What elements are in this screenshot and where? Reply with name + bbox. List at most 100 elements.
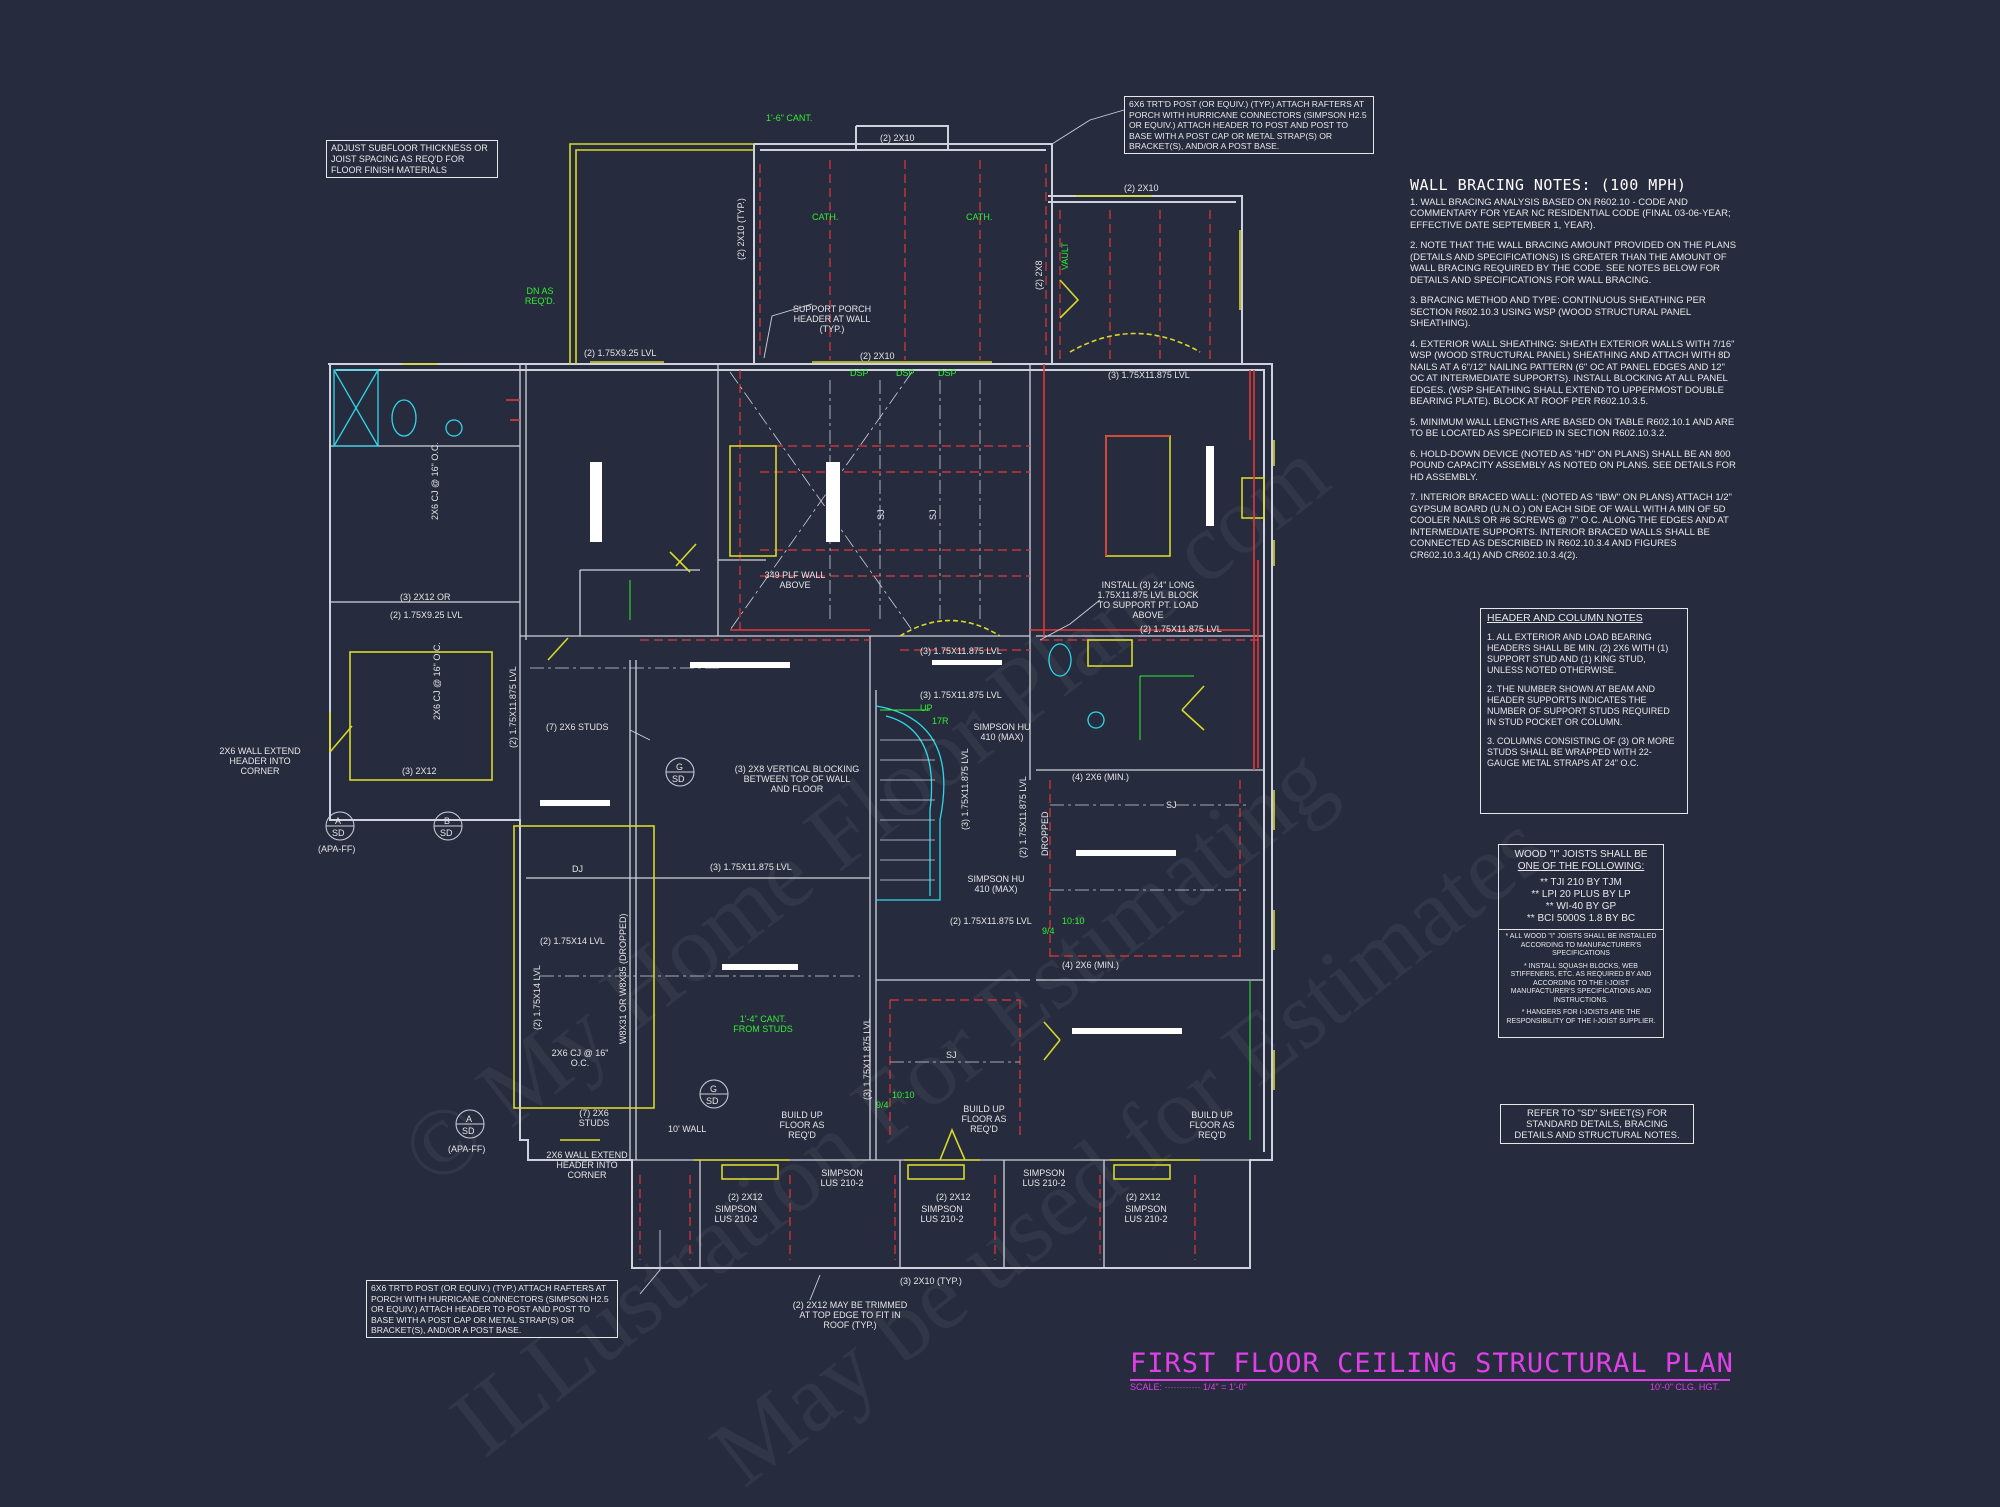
simpson-lus-c-label: SIMPSON LUS 210-2 [920, 1204, 964, 1224]
section-mark-a-letter: A [335, 816, 342, 826]
interior-walls [330, 364, 1264, 1268]
section-mark-b-sheet: SD [440, 828, 453, 838]
dj-label: DJ [572, 864, 583, 874]
two-2x10-typ-label: (2) 2x10 (TYP.) [736, 198, 746, 260]
support-porch-label: SUPPORT PORCH HEADER AT WALL (TYP.) [792, 304, 872, 334]
section-mark-a2-letter: A [466, 1114, 473, 1124]
four-2x6-min-b-label: (4) 2x6 (MIN.) [1062, 960, 1120, 970]
wall-extend-label: 2x6 WALL EXTEND HEADER INTO CORNER [219, 746, 301, 776]
dsp-label-1: DSP [850, 368, 869, 378]
joist-note-1: * ALL WOOD "I" JOISTS SHALL BE INSTALLED… [1505, 933, 1657, 957]
post-top-text: 6x6 TRT'D POST (OR EQUIV.) (TYP.) ATTACH… [1129, 99, 1367, 151]
simpson-hu410-a-label: SIMPSON HU 410 (MAX) [973, 722, 1031, 742]
plf-label: 349 PLF WALL ABOVE [764, 570, 826, 590]
joist-option-1: ** TJI 210 BY TJM [1540, 877, 1622, 888]
simpson-hu410-b-label: SIMPSON HU 410 (MAX) [967, 874, 1025, 894]
post-callout-bottom: 6x6 TRT'D POST (OR EQUIV.) (TYP.) ATTACH… [366, 1280, 618, 1338]
post-callout-top: 6x6 TRT'D POST (OR EQUIV.) (TYP.) ATTACH… [1124, 96, 1374, 154]
three-2x12-label: (3) 2x12 [402, 766, 437, 776]
section-mark-b-letter: B [444, 816, 451, 826]
cj-16-b-label: 2x6 CJ @ 16" O.C. [432, 642, 442, 720]
subfloor-callout: ADJUST SUBFLOOR THICKNESS OR JOIST SPACI… [326, 140, 498, 178]
refer-note: REFER TO "SD" SHEET(S) FOR STANDARD DETA… [1500, 1104, 1694, 1144]
simpson-lus-b-label: SIMPSON LUS 210-2 [714, 1204, 758, 1224]
lvl-11875-f-label: (2) 1.75x11.875 LVL [1018, 776, 1028, 858]
header-column-title: HEADER AND COLUMN NOTES [1487, 612, 1643, 624]
wall-bracing-note-1: 1. WALL BRACING ANALYSIS BASED ON R602.1… [1410, 196, 1731, 231]
windows-doors-yellow [329, 143, 1275, 1180]
two-2x12-b-label: (2) 2x12 [936, 1192, 971, 1202]
wall-bracing-note-3: 3. BRACING METHOD AND TYPE: CONTINUOUS S… [1410, 295, 1706, 329]
section-mark-a-sheet: SD [332, 828, 345, 838]
lvl-11875-b-label: (2) 1.75x11.875 LVL [1140, 624, 1222, 634]
subfloor-text: ADJUST SUBFLOOR THICKNESS OR JOIST SPACI… [331, 143, 488, 175]
refer-note-text: REFER TO "SD" SHEET(S) FOR STANDARD DETA… [1514, 1108, 1680, 1141]
joist-note-2: * INSTALL SQUASH BLOCKS, WEB STIFFENERS,… [1510, 962, 1652, 1004]
sj-a-label: SJ [1166, 800, 1177, 810]
ten10-a-label: 10:10 [1062, 916, 1085, 926]
wall-bracing-note-4: 4. EXTERIOR WALL SHEATHING: SHEATH EXTER… [1410, 338, 1735, 408]
wall-extend-b-label: 2x6 WALL EXTEND HEADER INTO CORNER [546, 1150, 628, 1180]
sj-b-label: SJ [946, 1050, 957, 1060]
scale-label: SCALE: ············ 1/4" = 1'-0" [1130, 1382, 1247, 1392]
two-2x12-a-label: (2) 2x12 [728, 1192, 763, 1202]
trim-note-label: (2) 2x12 MAY BE TRIMMED AT TOP EDGE TO F… [792, 1300, 908, 1330]
lvl-18x14-label: (2) 1.75x14 LVL [540, 936, 605, 946]
section-mark-g1-letter: G [676, 762, 684, 772]
joist-option-4: ** BCI 5000s 1.8 BY BC [1526, 913, 1636, 924]
cath-label-1: CATH. [812, 212, 839, 222]
beams-dashed [639, 160, 1264, 1260]
joist-note-3: * HANGERS FOR I-JOISTS ARE THE RESPONSIB… [1506, 1009, 1656, 1025]
nine4-a-label: 9/4 [1042, 926, 1055, 936]
ten-wall-label: 10' WALL [668, 1124, 707, 1134]
section-mark-a2-sheet: SD [462, 1126, 475, 1136]
dsp-label-2: DSP [896, 368, 915, 378]
header-column-note-2: 2. THE NUMBER SHOWN AT BEAM AND HEADER S… [1487, 684, 1670, 727]
joist-title-2: ONE OF THE FOLLOWING: [1517, 861, 1645, 872]
joist-title-1: WOOD "I" JOISTS SHALL BE [1514, 849, 1648, 860]
sheet-title: FIRST FLOOR CEILING STRUCTURAL PLAN [1130, 1348, 1734, 1379]
vertical-blocking-label: (3) 2x8 VERTICAL BLOCKING BETWEEN TOP OF… [734, 764, 860, 794]
beams-solid [506, 364, 1259, 770]
sj-c-label: SJ [876, 509, 886, 520]
ten10-b-label: 10:10 [892, 1090, 915, 1100]
dn-as-reqd-label: DN AS REQ'D. [524, 286, 556, 306]
dropped-label: DROPPED [1040, 811, 1050, 856]
leader-lines [629, 109, 1125, 1301]
wall-bracing-note-5: 5. MINIMUM WALL LENGTHS ARE BASED ON TAB… [1410, 416, 1735, 440]
build-up-c-label: BUILD UP FLOOR AS REQ'D [1189, 1110, 1235, 1140]
two-2x10-right-label: (2) 2x10 [1124, 183, 1159, 193]
two-2x10-top-label: (2) 2x10 [880, 133, 915, 143]
two-2x8-label: (2) 2x8 [1034, 260, 1044, 290]
studs-2x6-label: (7) 2X6 STUDS [546, 722, 609, 732]
cj-16-a-label: 2x6 CJ @ 16" O.C. [430, 442, 440, 520]
title-underline [1130, 1379, 1730, 1381]
lvl-11875-d-label: (3) 1.75x11.875 LVL [920, 690, 1002, 700]
header-column-notes: HEADER AND COLUMN NOTES 1. ALL EXTERIOR … [1480, 608, 1688, 814]
two-2x12-c-label: (2) 2x12 [1126, 1192, 1161, 1202]
apa-ff-label: (APA-FF) [318, 844, 356, 854]
lvl-left-vert-label: (2) 1.75x11.875 LVL [508, 666, 518, 748]
lvl-11875-e-label: (3) 1.75x11.875 LVL [960, 748, 970, 830]
header-column-note-3: 3. COLUMNS CONSISTING OF (3) OR MORE STU… [1487, 736, 1675, 768]
cj-16-c-label: 2x6 CJ @ 16" O.C. [551, 1048, 609, 1068]
up-label: UP [920, 703, 933, 713]
nine4-b-label: 9/4 [876, 1100, 889, 1110]
studs-7-2x6-label: (7) 2x6 STUDS [578, 1108, 610, 1128]
install-24-label: INSTALL (3) 24" LONG 1.75x11.875 LVL BLO… [1097, 580, 1199, 620]
r17-label: 17R [932, 716, 949, 726]
wall-bracing-title: WALL BRACING NOTES: (100 MPH) [1410, 176, 1687, 194]
lvl-11875-g-label: (2) 1.75x11.875 LVL [950, 916, 1032, 926]
simpson-lus-e-label: SIMPSON LUS 210-2 [1124, 1204, 1168, 1224]
wall-bracing-notes: WALL BRACING NOTES: (100 MPH) 1. WALL BR… [1410, 176, 1740, 570]
lvl-14-vert-label: (2) 1.75x14 LVL [532, 965, 542, 1030]
simpson-lus-d-label: SIMPSON LUS 210-2 [1022, 1168, 1066, 1188]
exterior-walls [328, 125, 1273, 1269]
wall-bracing-note-2: 2. NOTE THAT THE WALL BRACING AMOUNT PRO… [1410, 240, 1737, 286]
lvl-vert-b-label: (3) 1.75x11.875 LVL [862, 1018, 872, 1100]
lvl-925-b-label: (2) 1.75x9.25 LVL [390, 610, 463, 620]
w8-dropped-label: W8x31 OR W8x35 (DROPPED) [618, 913, 628, 1044]
stair-green [629, 580, 1251, 1140]
three-2x12-or-label: (3) 2x12 OR [400, 592, 451, 602]
cant-14-label: 1'-4" CANT. FROM STUDS [733, 1014, 793, 1034]
